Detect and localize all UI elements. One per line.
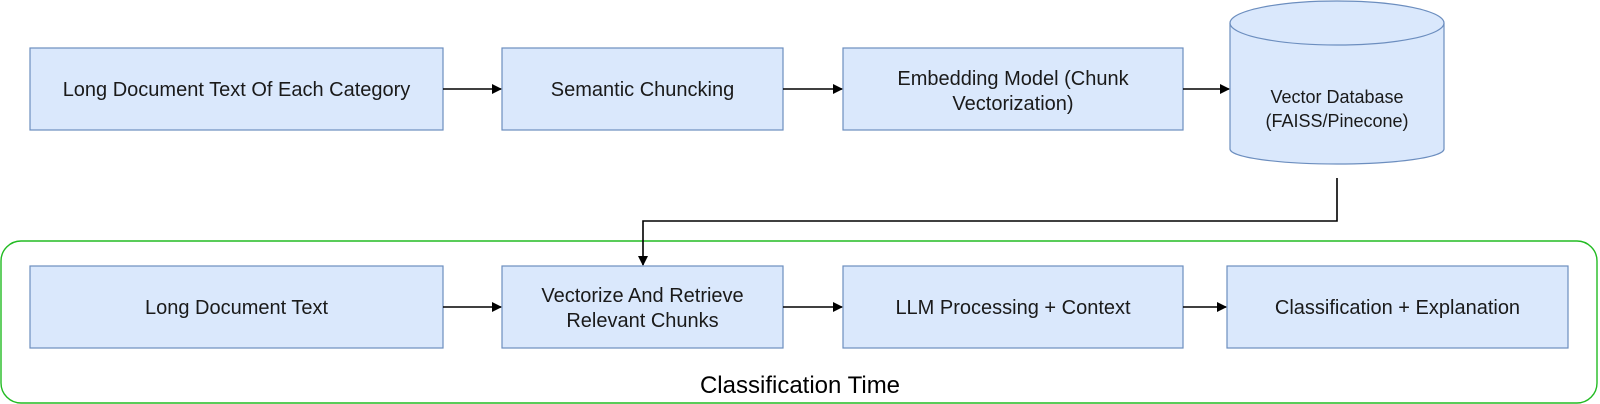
classification-time-frame [0,240,1598,404]
embedding-model-box[interactable]: Embedding Model (Chunk Vectorization) [842,47,1184,131]
vector-database-label-line2: (FAISS/Pinecone) [1265,111,1408,131]
semantic-chunking-label: Semantic Chuncking [551,79,734,101]
classification-time-label: Classification Time [700,372,900,399]
embedding-model-label-line2: Vectorization) [952,93,1073,115]
semantic-chunking-box[interactable]: Semantic Chuncking [501,47,784,131]
vector-database-label-line1: Vector Database [1270,87,1403,107]
llm-processing-box[interactable]: LLM Processing + Context [842,265,1184,349]
vector-database-cylinder[interactable]: Vector Database (FAISS/Pinecone) [1229,0,1445,165]
long-document-category-label: Long Document Text Of Each Category [63,79,411,101]
arrow-database-to-vectorize [638,178,1338,266]
vectorize-retrieve-box[interactable]: Vectorize And Retrieve Relevant Chunks [501,265,784,349]
long-document-text-label: Long Document Text [145,297,329,319]
vectorize-retrieve-label-line1: Vectorize And Retrieve [541,285,743,307]
classification-output-box[interactable]: Classification + Explanation [1226,265,1569,349]
classification-time-group: Classification Time [0,240,1598,404]
long-document-text-box[interactable]: Long Document Text [29,265,444,349]
classification-output-label: Classification + Explanation [1275,297,1520,319]
long-document-category-box[interactable]: Long Document Text Of Each Category [29,47,444,131]
embedding-model-label-line1: Embedding Model (Chunk [897,68,1129,90]
llm-processing-label: LLM Processing + Context [895,297,1131,319]
vectorize-retrieve-label-line2: Relevant Chunks [566,310,718,332]
